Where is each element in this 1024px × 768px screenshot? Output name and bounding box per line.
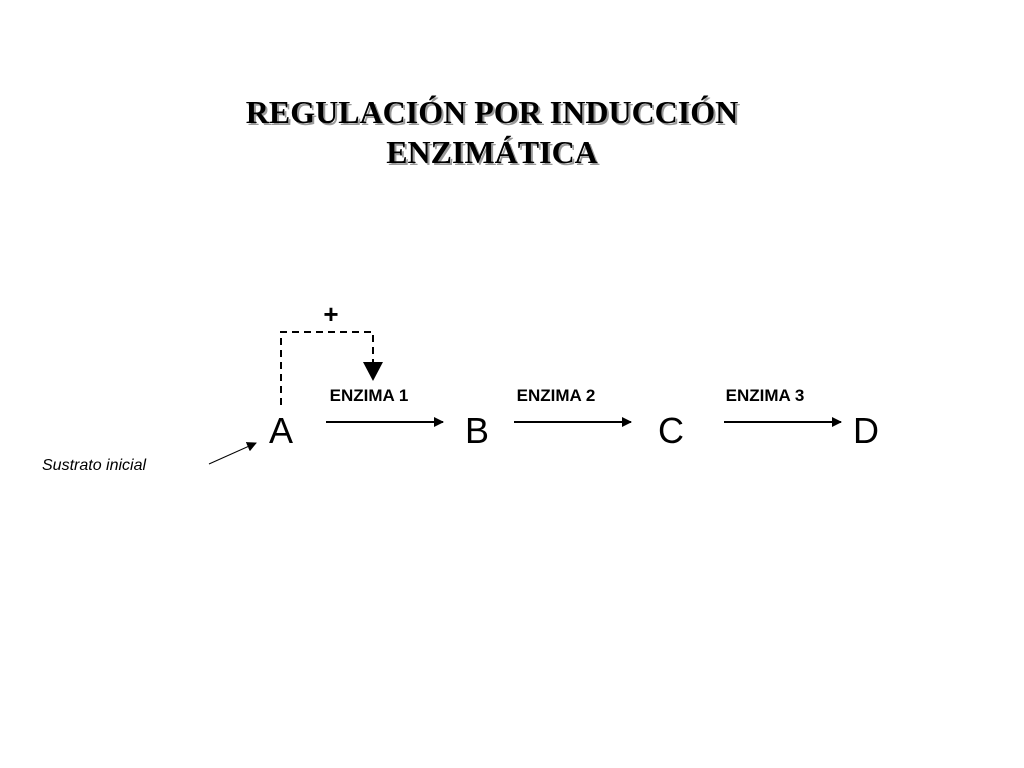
enzyme-label-2: ENZIMA 2	[517, 386, 596, 405]
positive-sign: +	[323, 299, 338, 329]
title-line-2: ENZIMÁTICA	[386, 134, 598, 170]
node-a: A	[269, 410, 293, 451]
node-b: B	[465, 410, 489, 451]
node-c: C	[658, 410, 684, 451]
node-d: D	[853, 410, 879, 451]
enzyme-label-3: ENZIMA 3	[726, 386, 805, 405]
substrate-pointer-arrow	[208, 442, 257, 465]
title-line-1: REGULACIÓN POR INDUCCIÓN	[245, 94, 739, 130]
slide-title: REGULACIÓN POR INDUCCIÓN ENZIMÁTICA	[0, 92, 984, 172]
substrate-label: Sustrato inicial	[42, 457, 146, 474]
induction-feedback-arrowhead	[363, 362, 383, 381]
induction-feedback-line	[280, 331, 374, 405]
enzyme-label-1: ENZIMA 1	[330, 386, 409, 405]
